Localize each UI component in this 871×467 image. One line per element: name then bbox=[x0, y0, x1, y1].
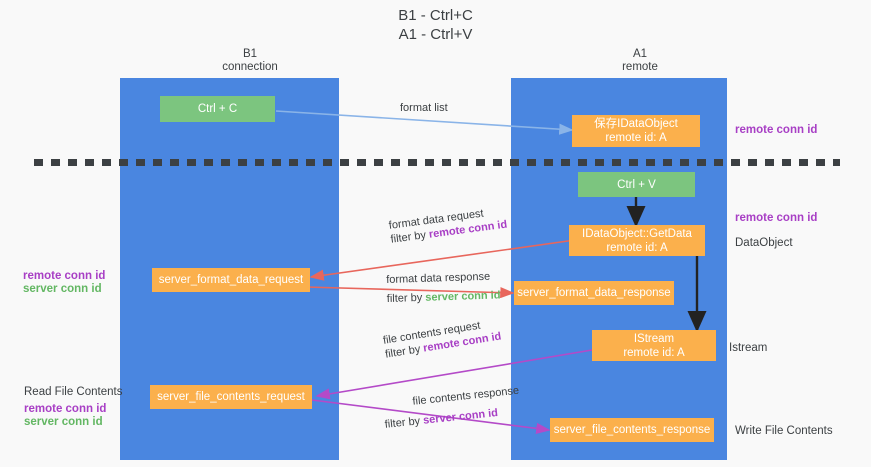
edge-label-format-list-text: format list bbox=[400, 102, 448, 114]
column-header-a1-role: remote bbox=[622, 61, 658, 73]
edge-label-format-data-response-filter-prefix: filter by bbox=[386, 291, 426, 305]
node-save-data-object[interactable]: 保存IDataObject remote id: A bbox=[572, 115, 700, 147]
left-label-read-file-contents: Read File Contents bbox=[24, 386, 123, 398]
title-line-2: A1 - Ctrl+V bbox=[398, 26, 473, 43]
node-ctrl-v[interactable]: Ctrl + V bbox=[578, 172, 695, 197]
left-label-server-conn-id-2: server conn id bbox=[24, 416, 103, 428]
edge-label-format-data-request-filter-prefix: filter by bbox=[389, 228, 430, 246]
right-label-istream: Istream bbox=[729, 342, 768, 354]
node-save-data-object-line2: remote id: A bbox=[605, 132, 667, 144]
node-save-data-object-line1: 保存IDataObject bbox=[594, 118, 678, 130]
edge-label-file-contents-response-filter: filter by server conn id bbox=[384, 404, 522, 432]
left-label-server-conn-id: server conn id bbox=[23, 283, 102, 295]
node-istream-line1: IStream bbox=[633, 332, 675, 345]
node-ctrl-c-label: Ctrl + C bbox=[197, 103, 238, 115]
right-label-remote-conn-id-mid: remote conn id bbox=[735, 212, 818, 224]
right-label-remote-conn-id-top: remote conn id bbox=[735, 124, 818, 136]
edge-label-file-contents-response-filter-prefix: filter by bbox=[384, 414, 424, 431]
node-istream[interactable]: IStream remote id: A bbox=[592, 330, 716, 361]
node-ctrl-v-label: Ctrl + V bbox=[617, 178, 656, 191]
left-label-remote-conn-id-2: remote conn id bbox=[24, 403, 107, 415]
column-header-b1-name: B1 bbox=[242, 48, 258, 60]
node-get-data-line1: IDataObject::GetData bbox=[582, 227, 692, 240]
node-server-file-contents-response[interactable]: server_file_contents_response bbox=[550, 418, 714, 442]
right-label-data-object: DataObject bbox=[735, 237, 793, 249]
section-divider bbox=[34, 159, 840, 166]
right-label-write-file-contents: Write File Contents bbox=[735, 425, 833, 437]
column-header-b1-role: connection bbox=[222, 61, 278, 73]
node-server-format-data-request[interactable]: server_format_data_request bbox=[152, 268, 310, 292]
node-istream-line2: remote id: A bbox=[623, 346, 685, 359]
edge-label-file-contents-response-filter-key: server conn id bbox=[422, 406, 499, 427]
edge-label-format-data-response-line1: format data response bbox=[386, 270, 491, 286]
edge-label-format-data-request: format data request filter by remote con… bbox=[388, 204, 508, 247]
column-header-a1: A1 remote bbox=[530, 48, 750, 74]
node-server-format-data-response[interactable]: server_format_data_response bbox=[514, 281, 674, 305]
diagram-title: B1 - Ctrl+C A1 - Ctrl+V bbox=[0, 6, 871, 44]
node-server-file-contents-request[interactable]: server_file_contents_request bbox=[150, 385, 312, 409]
column-header-a1-name: A1 bbox=[632, 48, 648, 60]
edge-label-format-list: format list bbox=[400, 101, 448, 115]
title-line-1: B1 - Ctrl+C bbox=[398, 7, 473, 24]
node-get-data[interactable]: IDataObject::GetData remote id: A bbox=[569, 225, 705, 256]
node-server-file-contents-request-label: server_file_contents_request bbox=[157, 391, 305, 403]
edge-label-format-data-response-filter-key: server conn id bbox=[425, 289, 501, 304]
left-label-remote-conn-id: remote conn id bbox=[23, 270, 106, 282]
node-ctrl-c[interactable]: Ctrl + C bbox=[160, 96, 275, 122]
edge-label-format-data-response-filter: filter by server conn id bbox=[387, 288, 501, 306]
node-server-file-contents-response-label: server_file_contents_response bbox=[553, 424, 711, 436]
edge-label-format-data-response: format data response filter by server co… bbox=[386, 269, 501, 306]
node-get-data-line2: remote id: A bbox=[606, 241, 668, 254]
edge-label-file-contents-response: file contents response filter by server … bbox=[382, 384, 522, 432]
node-server-format-data-request-label: server_format_data_request bbox=[158, 274, 304, 286]
column-header-b1: B1 connection bbox=[155, 48, 345, 74]
edge-label-file-contents-request: file contents request filter by remote c… bbox=[382, 316, 502, 362]
node-server-format-data-response-label: server_format_data_response bbox=[517, 287, 671, 299]
